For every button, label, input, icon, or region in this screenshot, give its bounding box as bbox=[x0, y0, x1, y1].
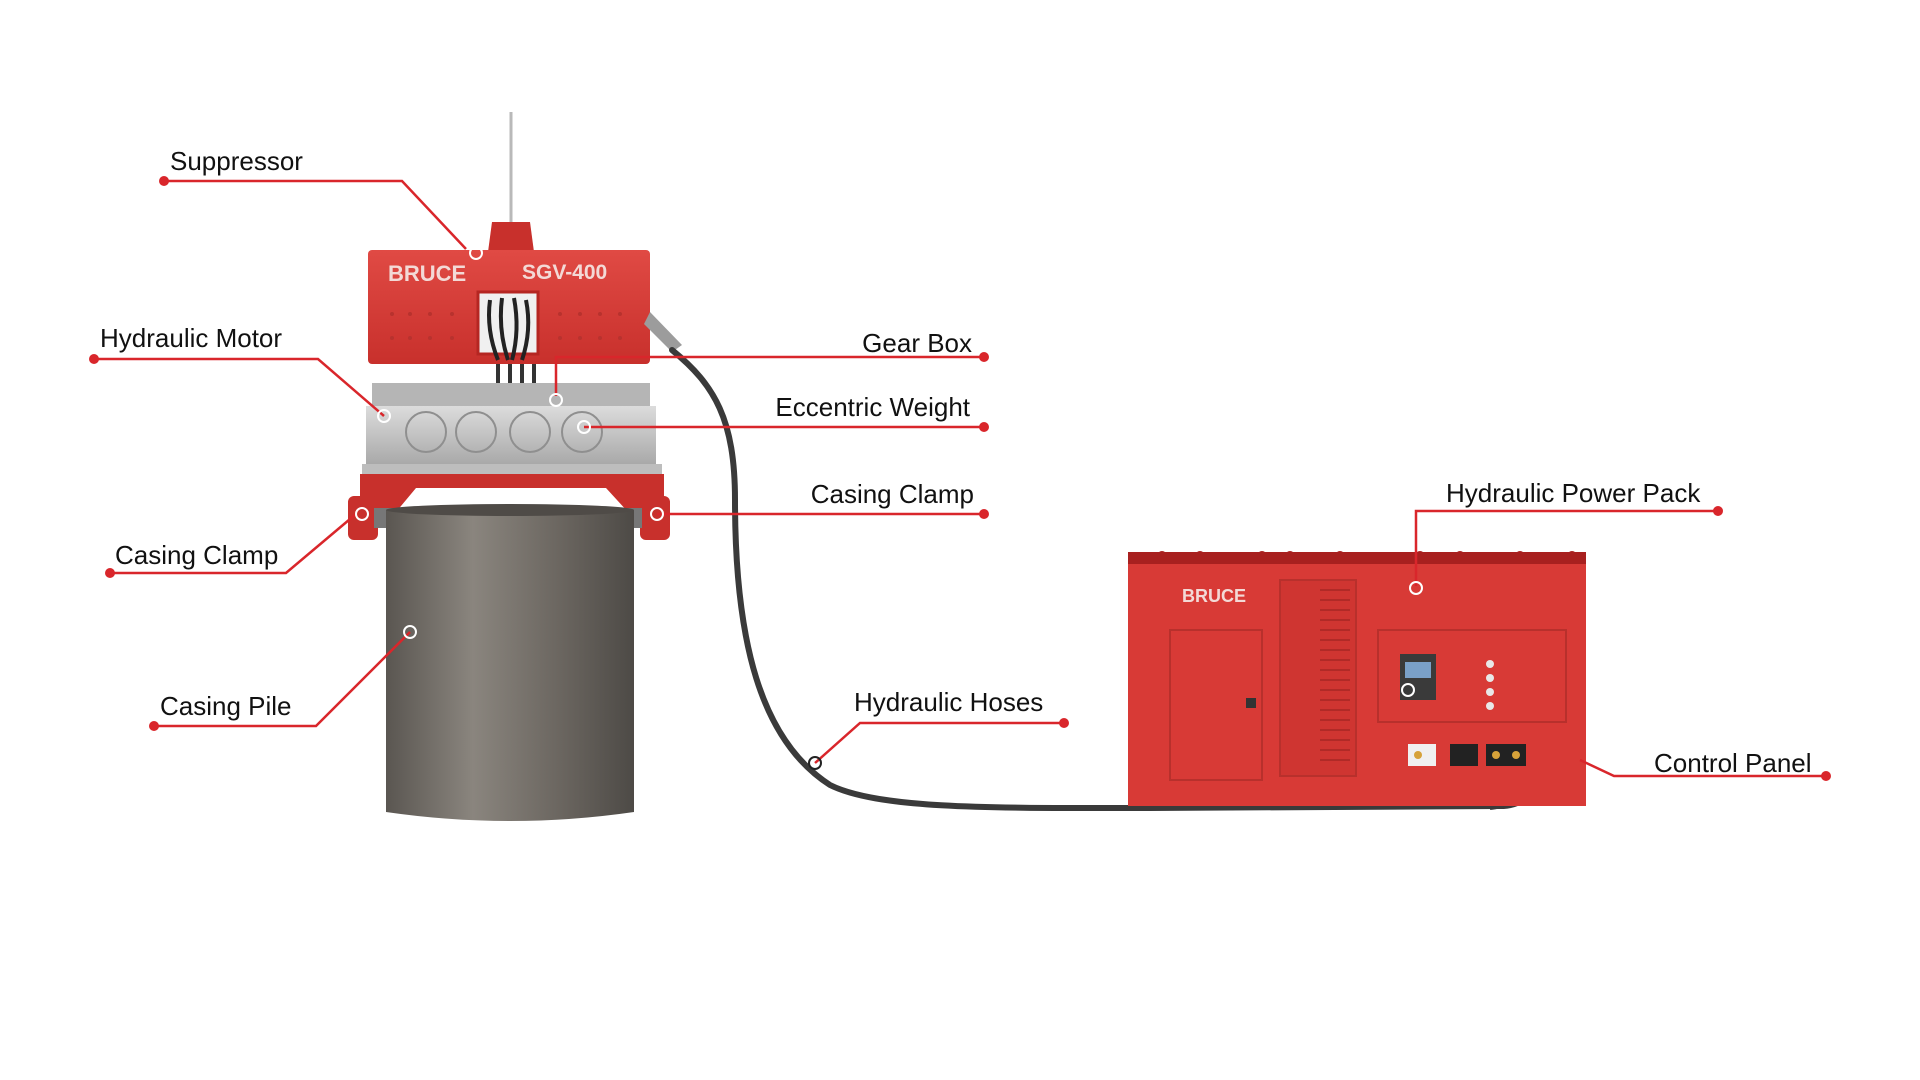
casing-clamp-left-leader bbox=[110, 513, 357, 575]
callout-lines bbox=[94, 179, 1826, 778]
hydraulic-hoses-leader bbox=[814, 721, 1064, 764]
hammer-model: SGV-400 bbox=[522, 261, 607, 284]
gear-box-leader bbox=[554, 355, 984, 396]
label-hydraulic-hoses: Hydraulic Hoses bbox=[854, 687, 1043, 717]
control-panel-leader bbox=[1579, 758, 1826, 778]
casing-pile bbox=[386, 510, 634, 821]
vibro-hammer: BRUCE SGV-400 bbox=[348, 112, 682, 821]
label-casing-clamp-right: Casing Clamp bbox=[811, 479, 974, 509]
callout-target-rings bbox=[355, 246, 1423, 770]
casing-clamp-left-jaw bbox=[348, 496, 378, 540]
label-hydraulic-power-pack: Hydraulic Power Pack bbox=[1446, 478, 1701, 508]
label-hydraulic-motor: Hydraulic Motor bbox=[100, 323, 282, 353]
hydraulic-motor-leader bbox=[94, 357, 385, 417]
casing-pile-leader bbox=[154, 631, 411, 728]
hydraulic-power-pack-unit: BRUCE bbox=[1128, 551, 1586, 806]
label-control-panel: Control Panel bbox=[1654, 748, 1812, 778]
suppressor bbox=[488, 222, 534, 252]
hammer-brand: BRUCE bbox=[388, 261, 466, 286]
power-pack-brand: BRUCE bbox=[1182, 586, 1246, 606]
casing-clamp-right-jaw bbox=[640, 496, 670, 540]
clamp-beam bbox=[360, 474, 664, 512]
label-casing-clamp-left: Casing Clamp bbox=[115, 540, 278, 570]
label-casing-pile: Casing Pile bbox=[160, 691, 292, 721]
suppressor-bolts bbox=[390, 312, 622, 340]
suppressor-leader bbox=[164, 179, 467, 250]
label-eccentric-weight: Eccentric Weight bbox=[775, 392, 970, 422]
eccentric-weights bbox=[405, 411, 603, 453]
callout-end-dots bbox=[89, 176, 1831, 781]
label-gear-box: Gear Box bbox=[862, 328, 972, 358]
hydraulic-hose bbox=[669, 347, 1539, 812]
hose-bracket bbox=[644, 312, 682, 352]
hydraulic-power-pack-leader bbox=[1414, 509, 1718, 586]
label-suppressor: Suppressor bbox=[170, 146, 303, 176]
